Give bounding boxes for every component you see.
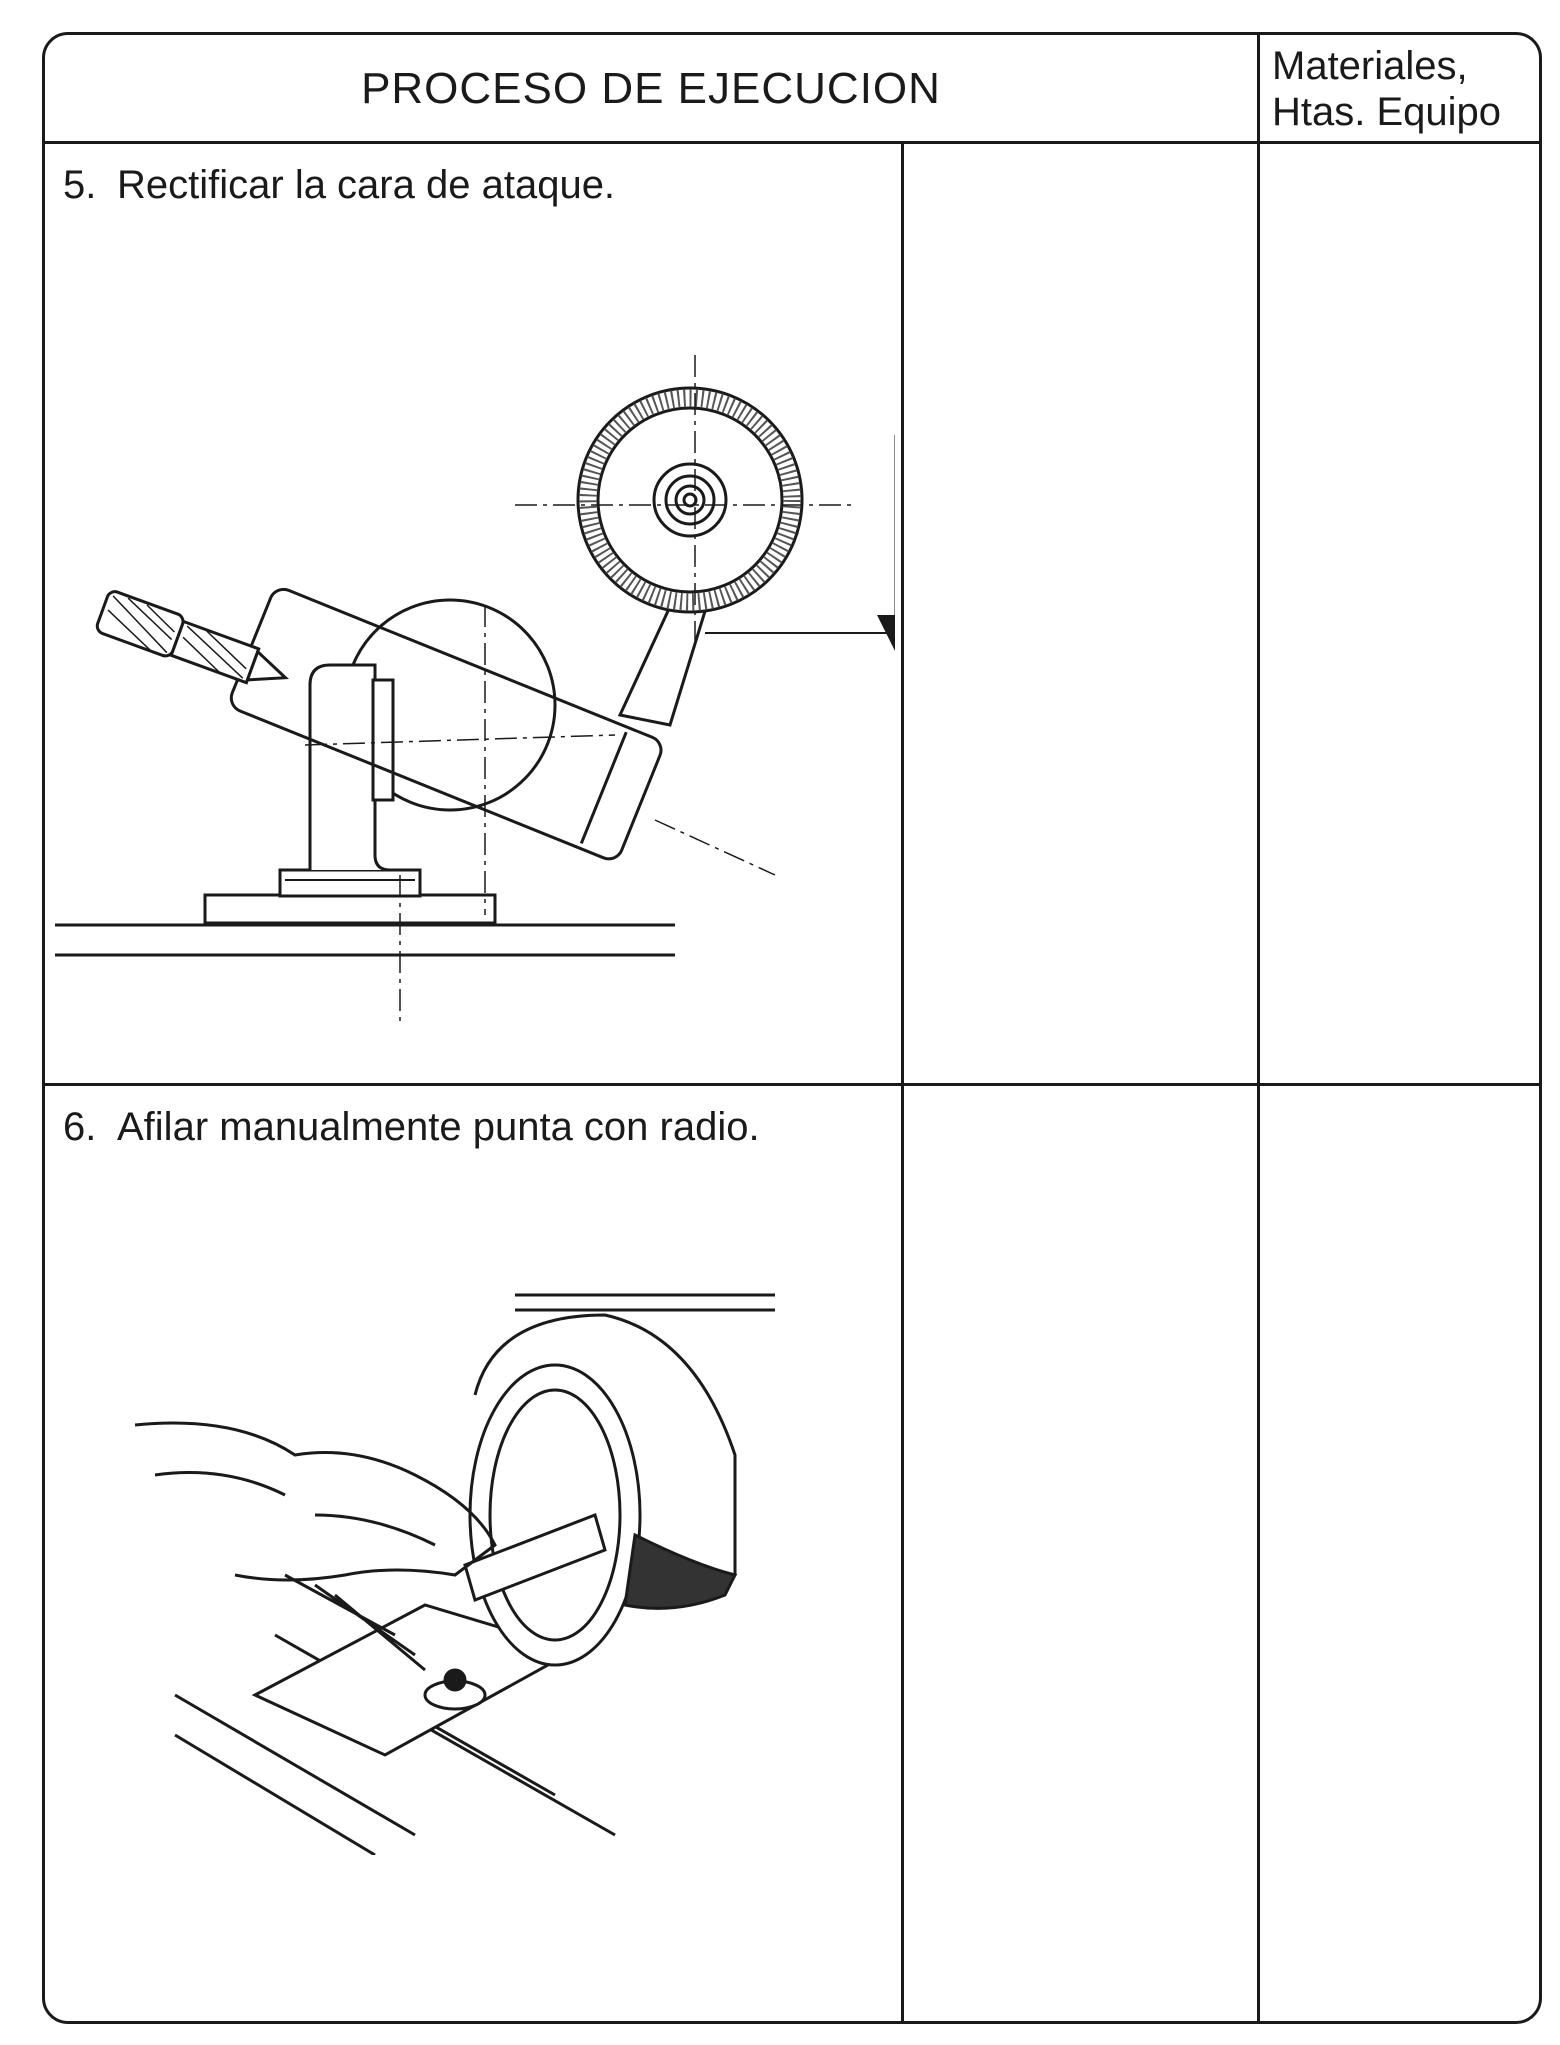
hand-grinding-illustration	[135, 1275, 815, 1855]
step-5: 5. Rectificar la cara de ataque.	[63, 163, 615, 208]
step-6: 6. Afilar manualmente punta con radio.	[63, 1105, 760, 1150]
step-6-number: 6.	[63, 1105, 97, 1149]
page-title: PROCESO DE EJECUCION	[361, 64, 941, 113]
row-divider	[45, 1083, 1539, 1086]
process-sheet: PROCESO DE EJECUCION Materiales, Htas. E…	[42, 32, 1542, 2024]
step-5-number: 5.	[63, 163, 97, 207]
materials-header: Materiales, Htas. Equipo	[1262, 43, 1542, 143]
step-5-text: Rectificar la cara de ataque.	[117, 163, 616, 207]
header-divider	[45, 141, 1539, 144]
column-divider-2	[1257, 35, 1260, 2024]
tool-grinder-illustration	[55, 315, 895, 1035]
materials-header-line2: Htas. Equipo	[1272, 90, 1502, 134]
step-6-text: Afilar manualmente punta con radio.	[117, 1105, 760, 1149]
materials-header-line1: Materiales,	[1272, 44, 1468, 88]
